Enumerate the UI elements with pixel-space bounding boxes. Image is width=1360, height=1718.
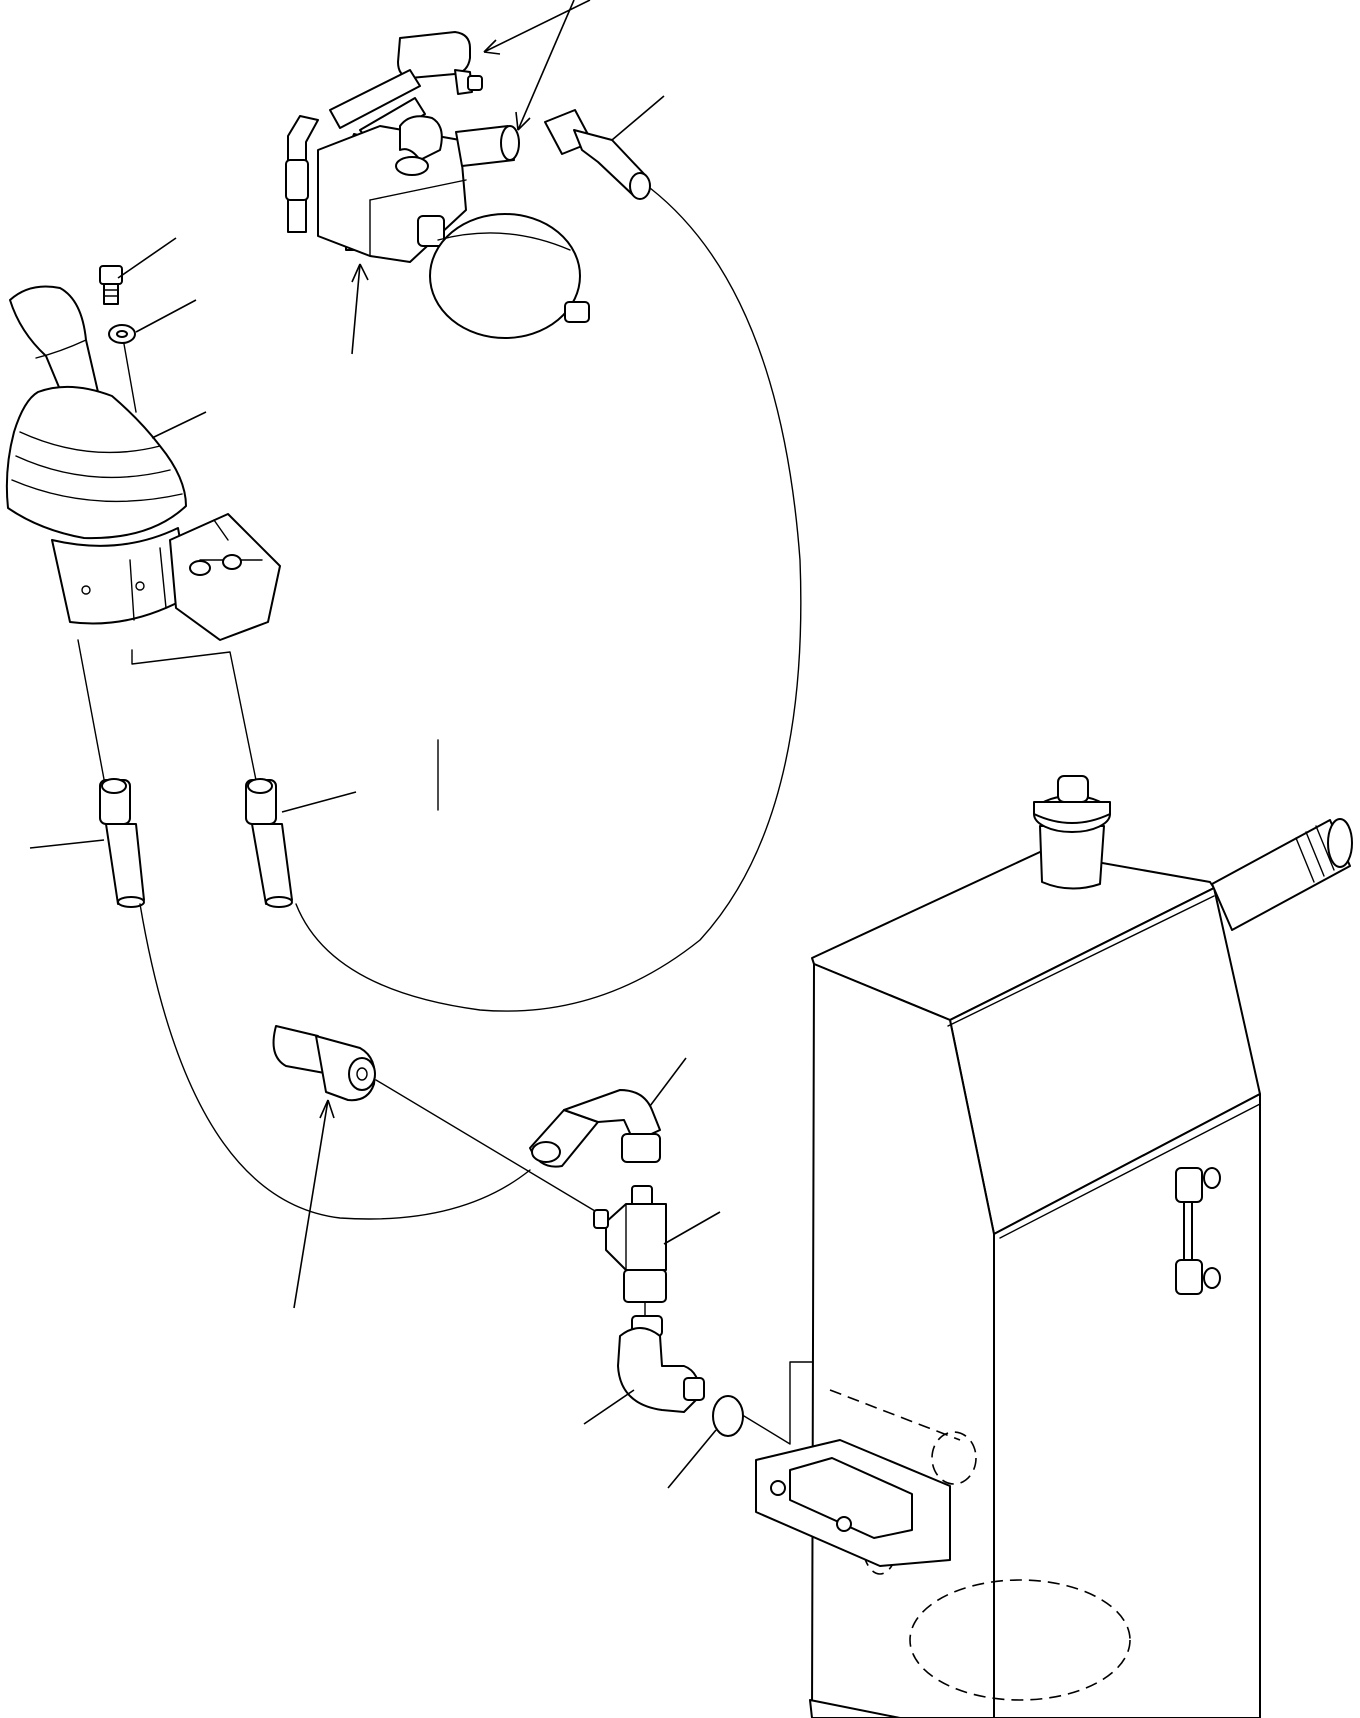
tank-sight-gauge (1175, 1167, 1221, 1295)
mounting-bolt (99, 265, 123, 305)
tank-mounting-bracket (755, 1439, 951, 1718)
lever-boot (5, 385, 191, 625)
tank-filler-cap (1033, 775, 1111, 890)
washer (108, 324, 136, 344)
pilot-hose-c (544, 109, 651, 200)
callout-leaders (29, 0, 721, 1489)
tee-fitting (593, 1185, 667, 1303)
elbow-hose (529, 1089, 661, 1168)
accumulator-valve-block (285, 31, 590, 339)
pilot-hose-b (245, 778, 293, 908)
elbow-fitting (617, 1315, 705, 1413)
lever-bracket (169, 513, 281, 641)
control-lever (9, 285, 99, 405)
o-ring (712, 1395, 744, 1437)
return-hose (272, 1025, 376, 1102)
tank-breather-pipe (1211, 818, 1353, 931)
pilot-hose-a (99, 778, 145, 908)
